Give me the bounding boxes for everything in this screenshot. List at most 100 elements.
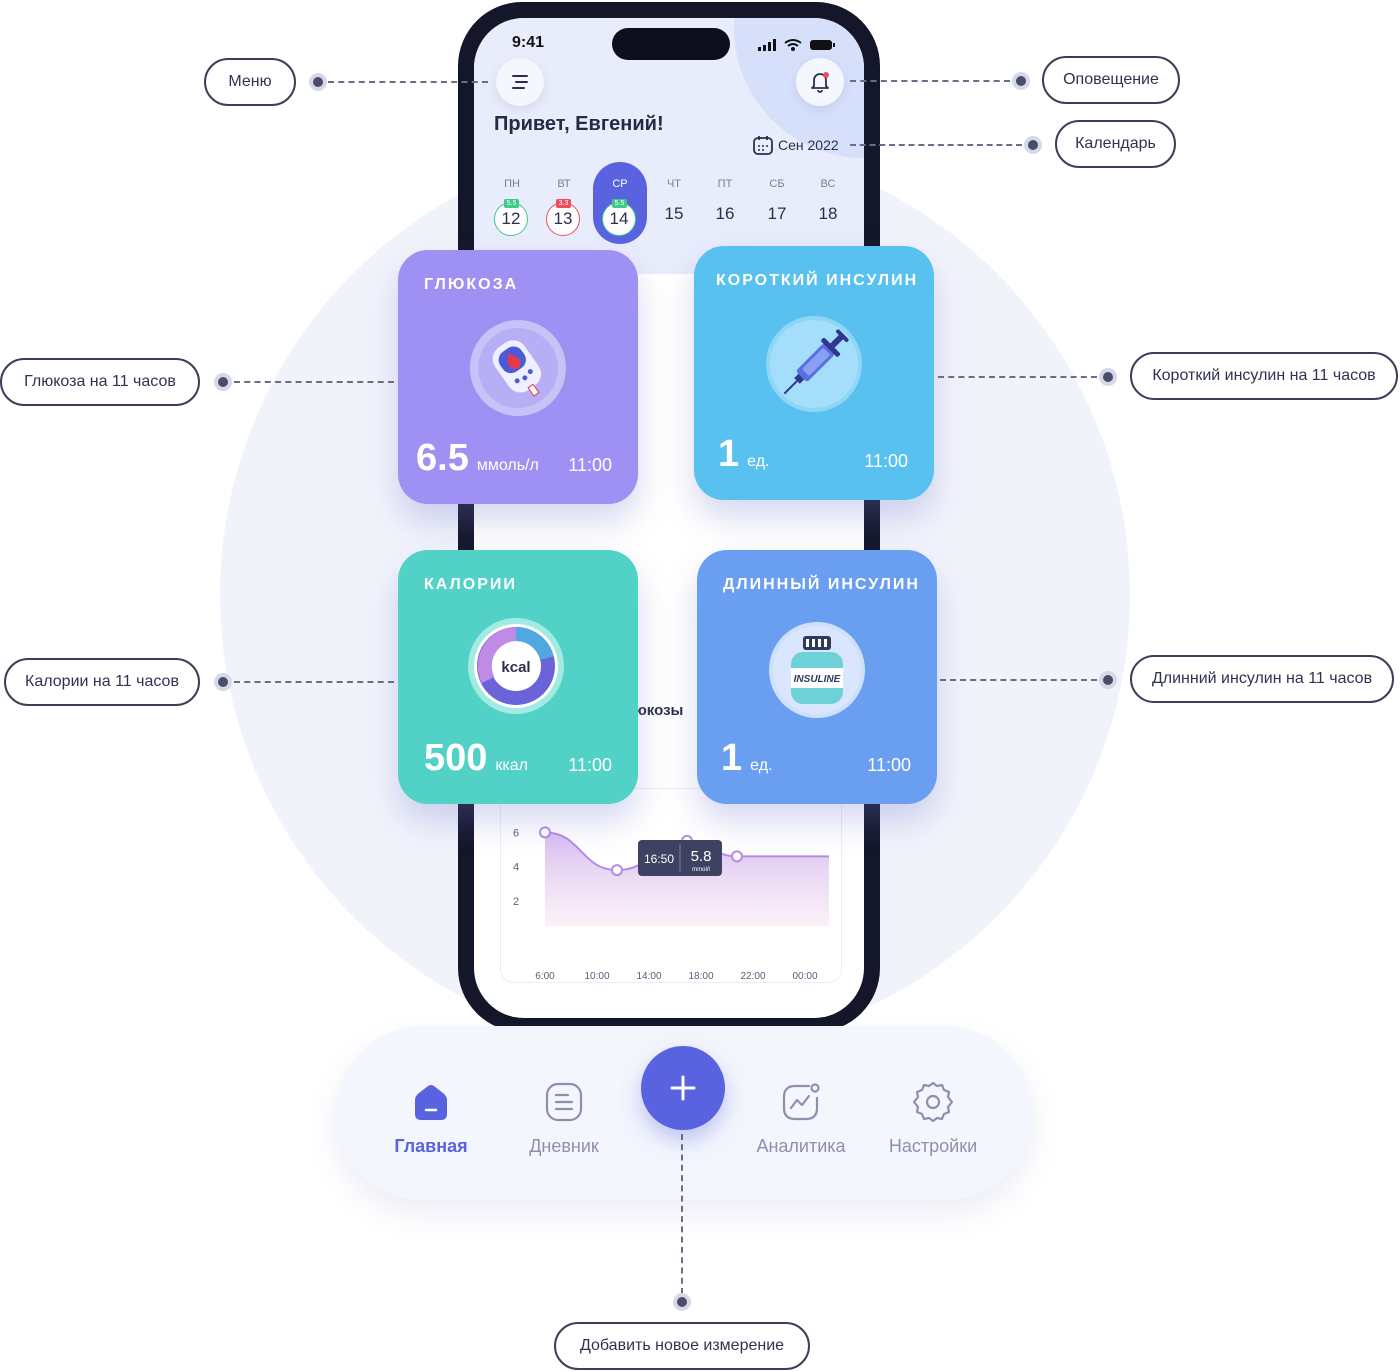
calendar-icon[interactable] — [752, 134, 774, 161]
short-insulin-unit: ед. — [747, 453, 770, 470]
day-glucose-badge: 5.5 — [504, 199, 519, 208]
menu-icon — [512, 75, 528, 89]
day-18[interactable]: ВС 18 — [806, 174, 850, 224]
glucose-chart-card: 86426:0010:0014:0018:0022:0000:0016:505.… — [500, 788, 842, 983]
day-name: ПН — [504, 178, 520, 190]
glucose-card-title: ГЛЮКОЗА — [424, 276, 519, 293]
long-insulin-value: 1 — [721, 737, 743, 779]
nav-settings[interactable]: Настройки — [878, 1080, 988, 1157]
nav-analytics[interactable]: Аналитика — [745, 1080, 857, 1157]
tooltip-unit: mmol/l — [692, 867, 710, 873]
y-tick-label: 4 — [513, 862, 519, 874]
callout-dot — [673, 1293, 691, 1311]
nav-settings-label: Настройки — [888, 1136, 978, 1156]
glucose-unit: ммоль/л — [476, 457, 539, 474]
insulin-vial-icon: INSULINE — [769, 622, 865, 718]
month-label[interactable]: Сен 2022 — [778, 137, 839, 153]
callout-dot — [214, 673, 232, 691]
add-measurement-button[interactable] — [641, 1046, 725, 1130]
chart-point — [731, 850, 743, 863]
calories-unit: ккал — [495, 757, 528, 774]
callout-short-insulin: Короткий инсулин на 11 часов — [1130, 352, 1398, 400]
short-insulin-time: 11:00 — [864, 451, 908, 471]
short-insulin-card[interactable]: КОРОТКИЙ ИНСУЛИН 1 ед. 11:00 — [694, 246, 934, 500]
callout-add: Добавить новое измерение — [554, 1322, 810, 1370]
callout-line — [940, 679, 1097, 681]
day-name: ВС — [820, 178, 836, 190]
callout-line — [234, 381, 394, 383]
x-tick-label: 00:00 — [792, 971, 817, 982]
nav-home[interactable]: Главная — [376, 1080, 486, 1157]
glucose-chart: 86426:0010:0014:0018:0022:0000:0016:505.… — [513, 793, 829, 982]
phone-screen: 9:41 Привет, Евгений! — [474, 18, 864, 1018]
y-tick-label: 6 — [513, 827, 519, 839]
long-insulin-time: 11:00 — [867, 755, 911, 775]
gear-icon — [911, 1080, 955, 1124]
greeting: Привет, Евгений! — [494, 113, 664, 135]
nav-diary[interactable]: Дневник — [509, 1080, 619, 1157]
calories-value: 500 — [424, 737, 488, 779]
day-name: ВТ — [557, 178, 571, 190]
nav-analytics-label: Аналитика — [756, 1136, 846, 1156]
glucose-time: 11:00 — [568, 455, 612, 475]
long-insulin-unit: ед. — [750, 757, 773, 774]
callout-dot — [214, 373, 232, 391]
callout-dot — [309, 73, 327, 91]
short-insulin-card-title: КОРОТКИЙ ИНСУЛИН — [716, 272, 919, 289]
x-tick-label: 18:00 — [688, 971, 713, 982]
glucose-value: 6.5 — [416, 437, 469, 479]
callout-calories: Калории на 11 часов — [4, 658, 200, 706]
day-glucose-badge: 3.3 — [556, 199, 571, 208]
status-time: 9:41 — [512, 34, 545, 51]
long-insulin-card-title: ДЛИННЫЙ ИНСУЛИН — [723, 576, 920, 593]
tooltip-value: 5.8 — [691, 848, 712, 865]
callout-notification: Оповещение — [1042, 56, 1180, 104]
x-tick-label: 6:00 — [535, 971, 555, 982]
kcal-chart-icon: kcal — [468, 618, 564, 714]
y-tick-label: 2 — [513, 896, 519, 908]
chart-point — [539, 826, 551, 839]
home-icon — [409, 1080, 453, 1124]
glucose-card[interactable]: ГЛЮКОЗА 6.5 ммоль/л 11:00 — [398, 250, 638, 504]
calories-card[interactable]: КАЛОРИИ kcal 500 ккал 11:00 — [398, 550, 638, 804]
callout-line — [850, 80, 1010, 82]
x-tick-label: 22:00 — [740, 971, 765, 982]
callout-line — [328, 81, 488, 83]
callout-dot — [1099, 671, 1117, 689]
callout-menu: Меню — [204, 58, 296, 106]
long-insulin-card[interactable]: ДЛИННЫЙ ИНСУЛИН INSULINE 1 ед. 11:00 — [697, 550, 937, 804]
day-17[interactable]: СБ 17 — [755, 174, 799, 224]
callout-calendar: Календарь — [1055, 120, 1176, 168]
callout-line — [234, 681, 394, 683]
day-number: 16 — [715, 204, 735, 223]
chart-tooltip: 16:50 5.8 mmol/l — [638, 840, 722, 876]
svg-text:INSULINE: INSULINE — [794, 674, 841, 685]
day-number: 18 — [818, 204, 838, 223]
x-tick-label: 14:00 — [636, 971, 661, 982]
glucometer-icon — [470, 320, 566, 416]
menu-button[interactable] — [496, 58, 544, 106]
bell-icon — [811, 72, 829, 93]
nav-diary-label: Дневник — [529, 1136, 599, 1156]
chart-area — [545, 832, 829, 926]
day-name: ЧТ — [666, 178, 682, 190]
callout-glucose: Глюкоза на 11 часов — [0, 358, 200, 406]
calories-time: 11:00 — [568, 755, 612, 775]
dynamic-island — [612, 28, 730, 60]
callout-dot — [1012, 72, 1030, 90]
callout-line — [681, 1134, 683, 1294]
tooltip-time: 16:50 — [644, 852, 674, 866]
syringe-icon — [766, 316, 862, 412]
chart-point — [611, 864, 623, 877]
day-name: СБ — [769, 178, 785, 190]
callout-dot — [1099, 368, 1117, 386]
notification-button[interactable] — [796, 58, 844, 106]
day-glucose-badge: 5.5 — [612, 199, 627, 208]
day-number: 17 — [767, 204, 787, 223]
callout-line — [850, 144, 1022, 146]
